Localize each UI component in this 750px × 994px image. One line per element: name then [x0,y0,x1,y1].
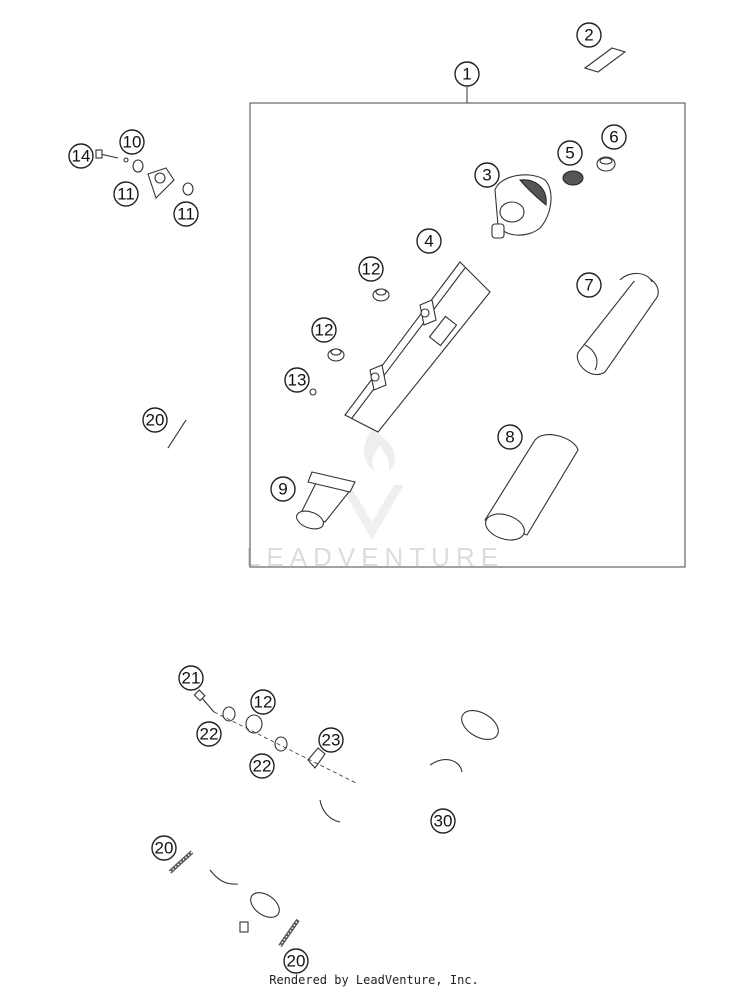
svg-text:12: 12 [254,693,273,712]
svg-text:12: 12 [362,260,381,279]
part-30-header-pipe [168,706,499,959]
svg-text:3: 3 [482,166,491,185]
part-10-washer [123,157,129,163]
part-20-spring-lower-left [168,850,194,874]
svg-text:30: 30 [434,812,453,831]
part-22-washer-upper [222,706,236,722]
part-3-end-cap [491,174,552,239]
callout-4: 4 [416,228,442,254]
part-7-heat-shield-wrap [577,272,659,375]
svg-text:8: 8 [505,428,514,447]
callout-20-lower-left: 20 [151,835,177,861]
svg-text:1: 1 [462,65,471,84]
svg-text:12: 12 [315,321,334,340]
svg-text:5: 5 [565,144,574,163]
svg-text:9: 9 [278,480,287,499]
part-6-grommet [596,156,616,172]
callout-12-lower: 12 [250,689,276,715]
part-4-muffler-body [344,261,491,433]
svg-text:20: 20 [287,952,306,971]
part-14-bolt [99,153,119,159]
part-20-spring-lower-right [278,918,300,948]
part-11-washer-right [182,182,194,196]
part-20-spring-upper [167,419,187,449]
svg-text:11: 11 [177,205,195,224]
part-12-grommet-upper [372,288,390,302]
part-5-spark-screen [562,170,584,186]
svg-text:23: 23 [322,731,341,750]
svg-text:10: 10 [123,133,142,152]
part-11-washer-left [132,159,144,173]
svg-text:11: 11 [117,185,135,204]
svg-text:20: 20 [146,411,165,430]
callout-23: 23 [318,727,344,753]
callout-9: 9 [270,476,296,502]
header-mount-group [193,689,359,785]
mount-bracket-group [95,149,194,200]
part-22-washer-lower [274,736,288,752]
part-12-grommet-lower [245,714,263,734]
callout-1: 1 [454,61,480,87]
svg-text:7: 7 [584,276,593,295]
callout-6: 6 [601,124,627,150]
svg-text:13: 13 [288,371,307,390]
callout-8: 8 [497,424,523,450]
svg-text:14: 14 [72,147,91,166]
svg-text:22: 22 [200,725,219,744]
callout-13: 13 [284,367,310,393]
part-8-packing-tube [484,434,579,541]
svg-text:2: 2 [584,26,593,45]
callout-20-lower-right: 20 [283,948,309,974]
svg-text:6: 6 [609,128,618,147]
svg-text:21: 21 [182,669,201,688]
part-2-sticker [583,47,627,73]
callout-5: 5 [557,140,583,166]
part-13-nut [309,388,317,396]
callout-22-lower: 22 [249,753,275,779]
callout-10: 10 [119,129,145,155]
part-12-grommet-middle [327,348,345,362]
callout-12-upper: 12 [358,256,384,282]
callout-22-upper: 22 [196,721,222,747]
callout-3: 3 [474,162,500,188]
callout-14: 14 [68,143,94,169]
callout-2: 2 [576,22,602,48]
part-9-inlet-cone [296,471,356,530]
svg-text:4: 4 [424,232,433,251]
part-23-bracket [307,747,326,769]
part-14-bolt-head [95,149,103,159]
svg-text:22: 22 [253,757,272,776]
callout-20-upper: 20 [142,407,168,433]
callout-7: 7 [576,272,602,298]
callout-11-right: 11 [173,201,199,227]
callout-11-left: 11 [113,181,139,207]
watermark-logo [340,430,404,540]
callout-12-middle: 12 [311,317,337,343]
footer-credit: Rendered by LeadVenture, Inc. [269,973,479,987]
callout-21: 21 [178,665,204,691]
callout-30: 30 [430,808,456,834]
svg-text:20: 20 [155,839,174,858]
